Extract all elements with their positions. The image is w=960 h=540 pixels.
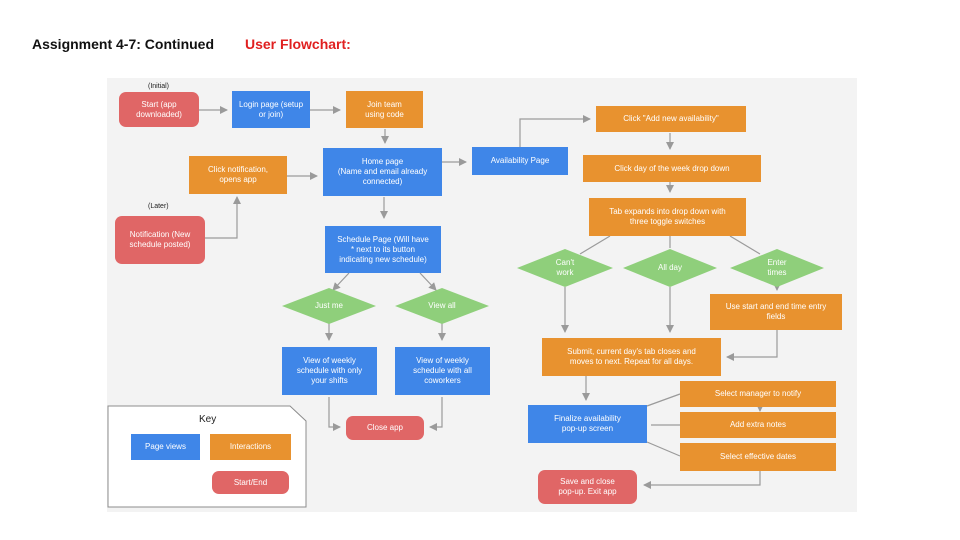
- toggle-all-day-label: All day: [657, 263, 682, 272]
- edge-usetime-submit: [726, 330, 778, 361]
- edge-viewmine-close: [328, 397, 341, 431]
- edge-finalize-manager: [646, 393, 681, 407]
- later-label: (Later): [148, 203, 169, 210]
- start-node: Start (app downloaded): [119, 92, 199, 127]
- edge-dates-save: [643, 471, 761, 489]
- finalize-node: Finalize availability pop-up screen: [528, 405, 647, 443]
- page-title: Assignment 4-7: Continued: [32, 36, 215, 52]
- initial-label: (Initial): [148, 83, 170, 90]
- day-dropdown-node: Click day of the week drop down: [583, 155, 761, 182]
- save-close-node: Save and close pop-up. Exit app: [538, 470, 637, 504]
- toggle-cant-work-label: Can't work: [555, 258, 575, 277]
- edge-finalize-dates: [646, 441, 681, 457]
- edge-schedule-viewall: [419, 272, 437, 291]
- availability-page-node: Availability Page: [472, 147, 568, 175]
- key-page-views: Page views: [131, 434, 200, 460]
- extra-notes-node: Add extra notes: [680, 412, 836, 438]
- click-notification-node: Click notification, opens app: [189, 156, 287, 194]
- add-availability-node: Click "Add new availability": [596, 106, 746, 132]
- toggle-just-me-label: Just me: [314, 301, 343, 310]
- submit-node: Submit, current day's tab closes and mov…: [542, 338, 721, 376]
- key-interactions: Interactions: [210, 434, 291, 460]
- tab-expands-node: Tab expands into drop down with three to…: [589, 198, 746, 236]
- key-title: Key: [199, 414, 217, 425]
- view-all-coworkers-node: View of weekly schedule with all coworke…: [395, 347, 490, 395]
- toggle-cant-work: [517, 249, 613, 287]
- home-page-node: Home page (Name and email already connec…: [323, 148, 442, 196]
- effective-dates-node: Select effective dates: [680, 443, 836, 471]
- edge-viewcoworkers-close: [429, 397, 443, 431]
- toggle-view-all: [395, 288, 489, 324]
- edge-tab-enter: [729, 235, 761, 255]
- notification-node: Notification (New schedule posted): [115, 216, 205, 264]
- schedule-page-node: Schedule Page (Will have * next to its b…: [325, 226, 441, 273]
- login-page-node: Login page (setup or join): [232, 91, 310, 128]
- view-only-mine-node: View of weekly schedule with only your s…: [282, 347, 377, 395]
- toggle-enter-times: [730, 249, 824, 287]
- toggle-all-day: [623, 249, 717, 287]
- toggle-enter-times-label: Enter times: [767, 258, 787, 277]
- edge-availability-add: [519, 115, 591, 147]
- edge-notification-click: [205, 196, 241, 239]
- key-start-end: Start/End: [212, 471, 289, 494]
- close-app-node: Close app: [346, 416, 424, 440]
- toggle-just-me: [282, 288, 376, 324]
- select-manager-node: Select manager to notify: [680, 381, 836, 407]
- edge-schedule-justme: [332, 272, 350, 291]
- use-time-fields-node: Use start and end time entry fields: [710, 294, 842, 330]
- edge-tab-cantwork: [579, 235, 611, 255]
- key-toggle-label: Toggle: [152, 476, 176, 485]
- flowchart-heading: User Flowchart:: [245, 36, 351, 52]
- join-team-node: Join team using code: [346, 91, 423, 128]
- toggle-view-all-label: View all: [428, 301, 456, 310]
